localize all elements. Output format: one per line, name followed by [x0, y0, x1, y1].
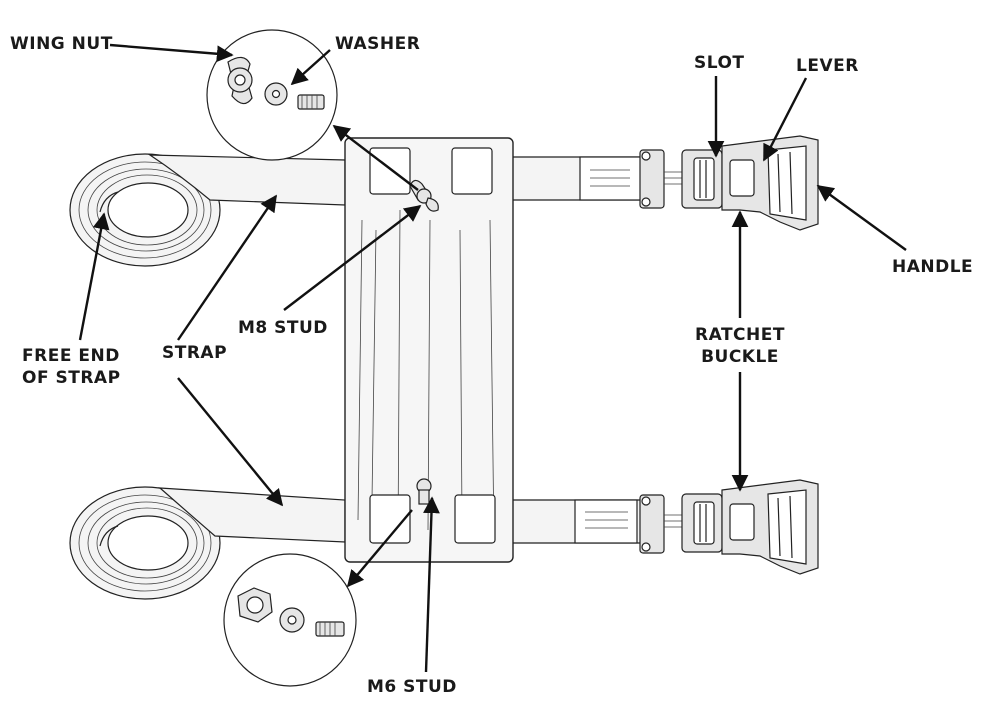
m6-stud — [416, 478, 432, 505]
arrow-strap-top — [177, 194, 277, 341]
bottom-ratchet-buckle — [639, 479, 819, 575]
arrow-wing-nut — [109, 43, 234, 63]
leader-arrows — [78, 43, 907, 673]
arrow-washer — [290, 49, 331, 86]
bolt-icon — [297, 94, 325, 110]
washer-icon — [264, 82, 288, 106]
arrow-lever — [762, 77, 808, 162]
arrow-handle — [816, 185, 907, 251]
detail-circle-bottom — [223, 553, 357, 687]
hex-nut-icon — [237, 587, 273, 623]
label-lever: LEVER — [796, 56, 859, 76]
washer-bottom-icon — [279, 607, 305, 633]
label-handle: HANDLE — [892, 257, 974, 277]
label-wing-nut: WING NUT — [10, 34, 113, 54]
label-ratchet-line1: RATCHET — [695, 325, 785, 345]
arrow-m8-to-detail — [332, 124, 419, 191]
m8-stud-wing-nut — [409, 179, 439, 212]
bottom-strap-coil — [69, 486, 221, 600]
label-washer: WASHER — [335, 34, 421, 54]
detail-circle-top — [206, 29, 338, 161]
arrow-m6-stud — [423, 496, 440, 673]
wing-nut-icon — [227, 56, 253, 105]
label-free-end-line1: FREE END — [22, 346, 120, 366]
arrow-strap-bottom — [177, 377, 284, 507]
arrow-free-end — [78, 212, 110, 341]
label-free-end-line2: OF STRAP — [22, 368, 121, 388]
label-slot: SLOT — [694, 53, 745, 73]
label-m6-stud: M6 STUD — [367, 677, 457, 697]
label-m8-stud: M8 STUD — [238, 318, 328, 338]
label-strap: STRAP — [162, 343, 228, 363]
mounting-plate — [344, 137, 514, 563]
arrow-m8-stud — [283, 204, 422, 311]
top-strap — [69, 153, 661, 267]
arrow-m6-to-detail — [346, 509, 413, 588]
top-strap-coil — [69, 153, 221, 267]
label-free-end: FREE END OF STRAP — [22, 345, 121, 389]
bolt-bottom-icon — [315, 621, 345, 637]
label-ratchet-line2: BUCKLE — [701, 347, 779, 367]
top-ratchet-buckle — [639, 135, 819, 231]
label-ratchet-buckle: RATCHET BUCKLE — [688, 324, 792, 368]
